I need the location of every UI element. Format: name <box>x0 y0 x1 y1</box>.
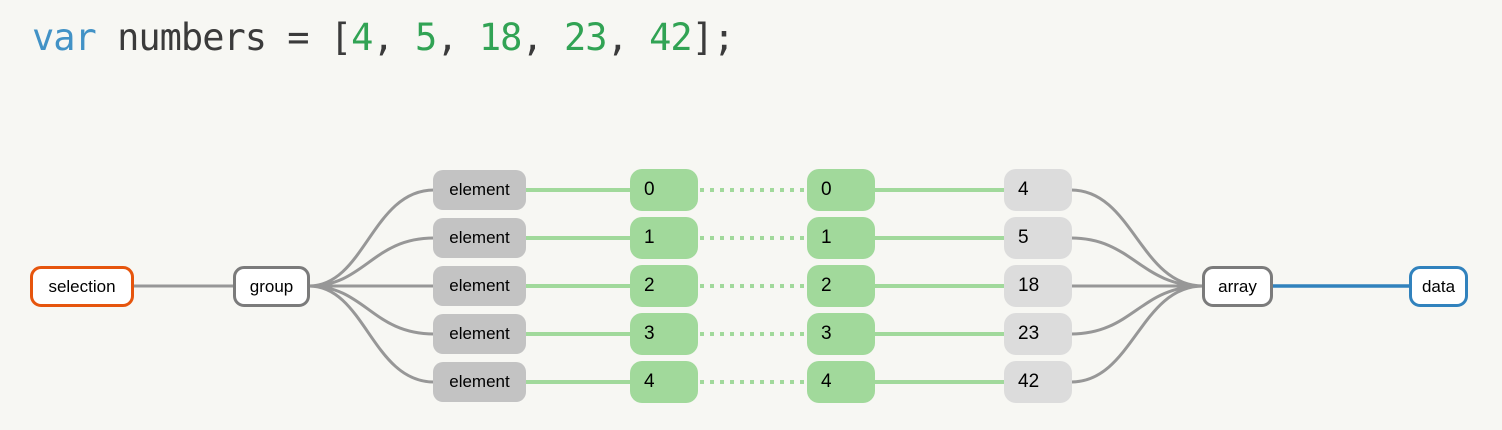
code-number: 23 <box>563 16 608 59</box>
node-array: array <box>1202 266 1273 307</box>
code-keyword: var <box>32 16 97 59</box>
link-value-array <box>1070 188 1204 288</box>
element-node: element <box>433 266 526 306</box>
index-node: 4 <box>807 361 875 403</box>
code-separator: , <box>436 16 479 59</box>
code-line: var numbers = [4, 5, 18, 23, 42]; <box>32 14 736 62</box>
index-node: 3 <box>630 313 698 355</box>
index-node: 3 <box>807 313 875 355</box>
link-group-element <box>308 284 435 384</box>
element-node: element <box>433 218 526 258</box>
index-node: 2 <box>630 265 698 307</box>
element-node: element <box>433 170 526 210</box>
code-separator: , <box>606 16 650 59</box>
code-declaration: numbers = [ <box>95 16 352 59</box>
index-node: 0 <box>807 169 875 211</box>
code-number: 18 <box>478 16 523 59</box>
code-number: 4 <box>351 16 373 59</box>
code-number: 42 <box>649 16 693 59</box>
node-data: data <box>1409 266 1468 307</box>
value-node: 5 <box>1004 217 1072 259</box>
link-value-array <box>1070 284 1204 384</box>
link-group-element <box>308 236 435 288</box>
code-end: ]; <box>691 16 736 59</box>
link-group-element <box>308 284 435 336</box>
index-node: 0 <box>630 169 698 211</box>
index-node: 4 <box>630 361 698 403</box>
node-selection: selection <box>30 266 134 307</box>
index-node: 1 <box>807 217 875 259</box>
value-node: 4 <box>1004 169 1072 211</box>
value-node: 42 <box>1004 361 1072 403</box>
link-value-array <box>1070 284 1204 336</box>
node-group: group <box>233 266 310 307</box>
link-group-element <box>308 188 435 288</box>
code-separator: , <box>521 16 564 59</box>
index-node: 1 <box>630 217 698 259</box>
code-number: 5 <box>414 16 437 59</box>
code-separator: , <box>372 16 415 59</box>
element-node: element <box>433 362 526 402</box>
value-node: 18 <box>1004 265 1072 307</box>
index-node: 2 <box>807 265 875 307</box>
element-node: element <box>433 314 526 354</box>
link-value-array <box>1070 236 1204 288</box>
value-node: 23 <box>1004 313 1072 355</box>
